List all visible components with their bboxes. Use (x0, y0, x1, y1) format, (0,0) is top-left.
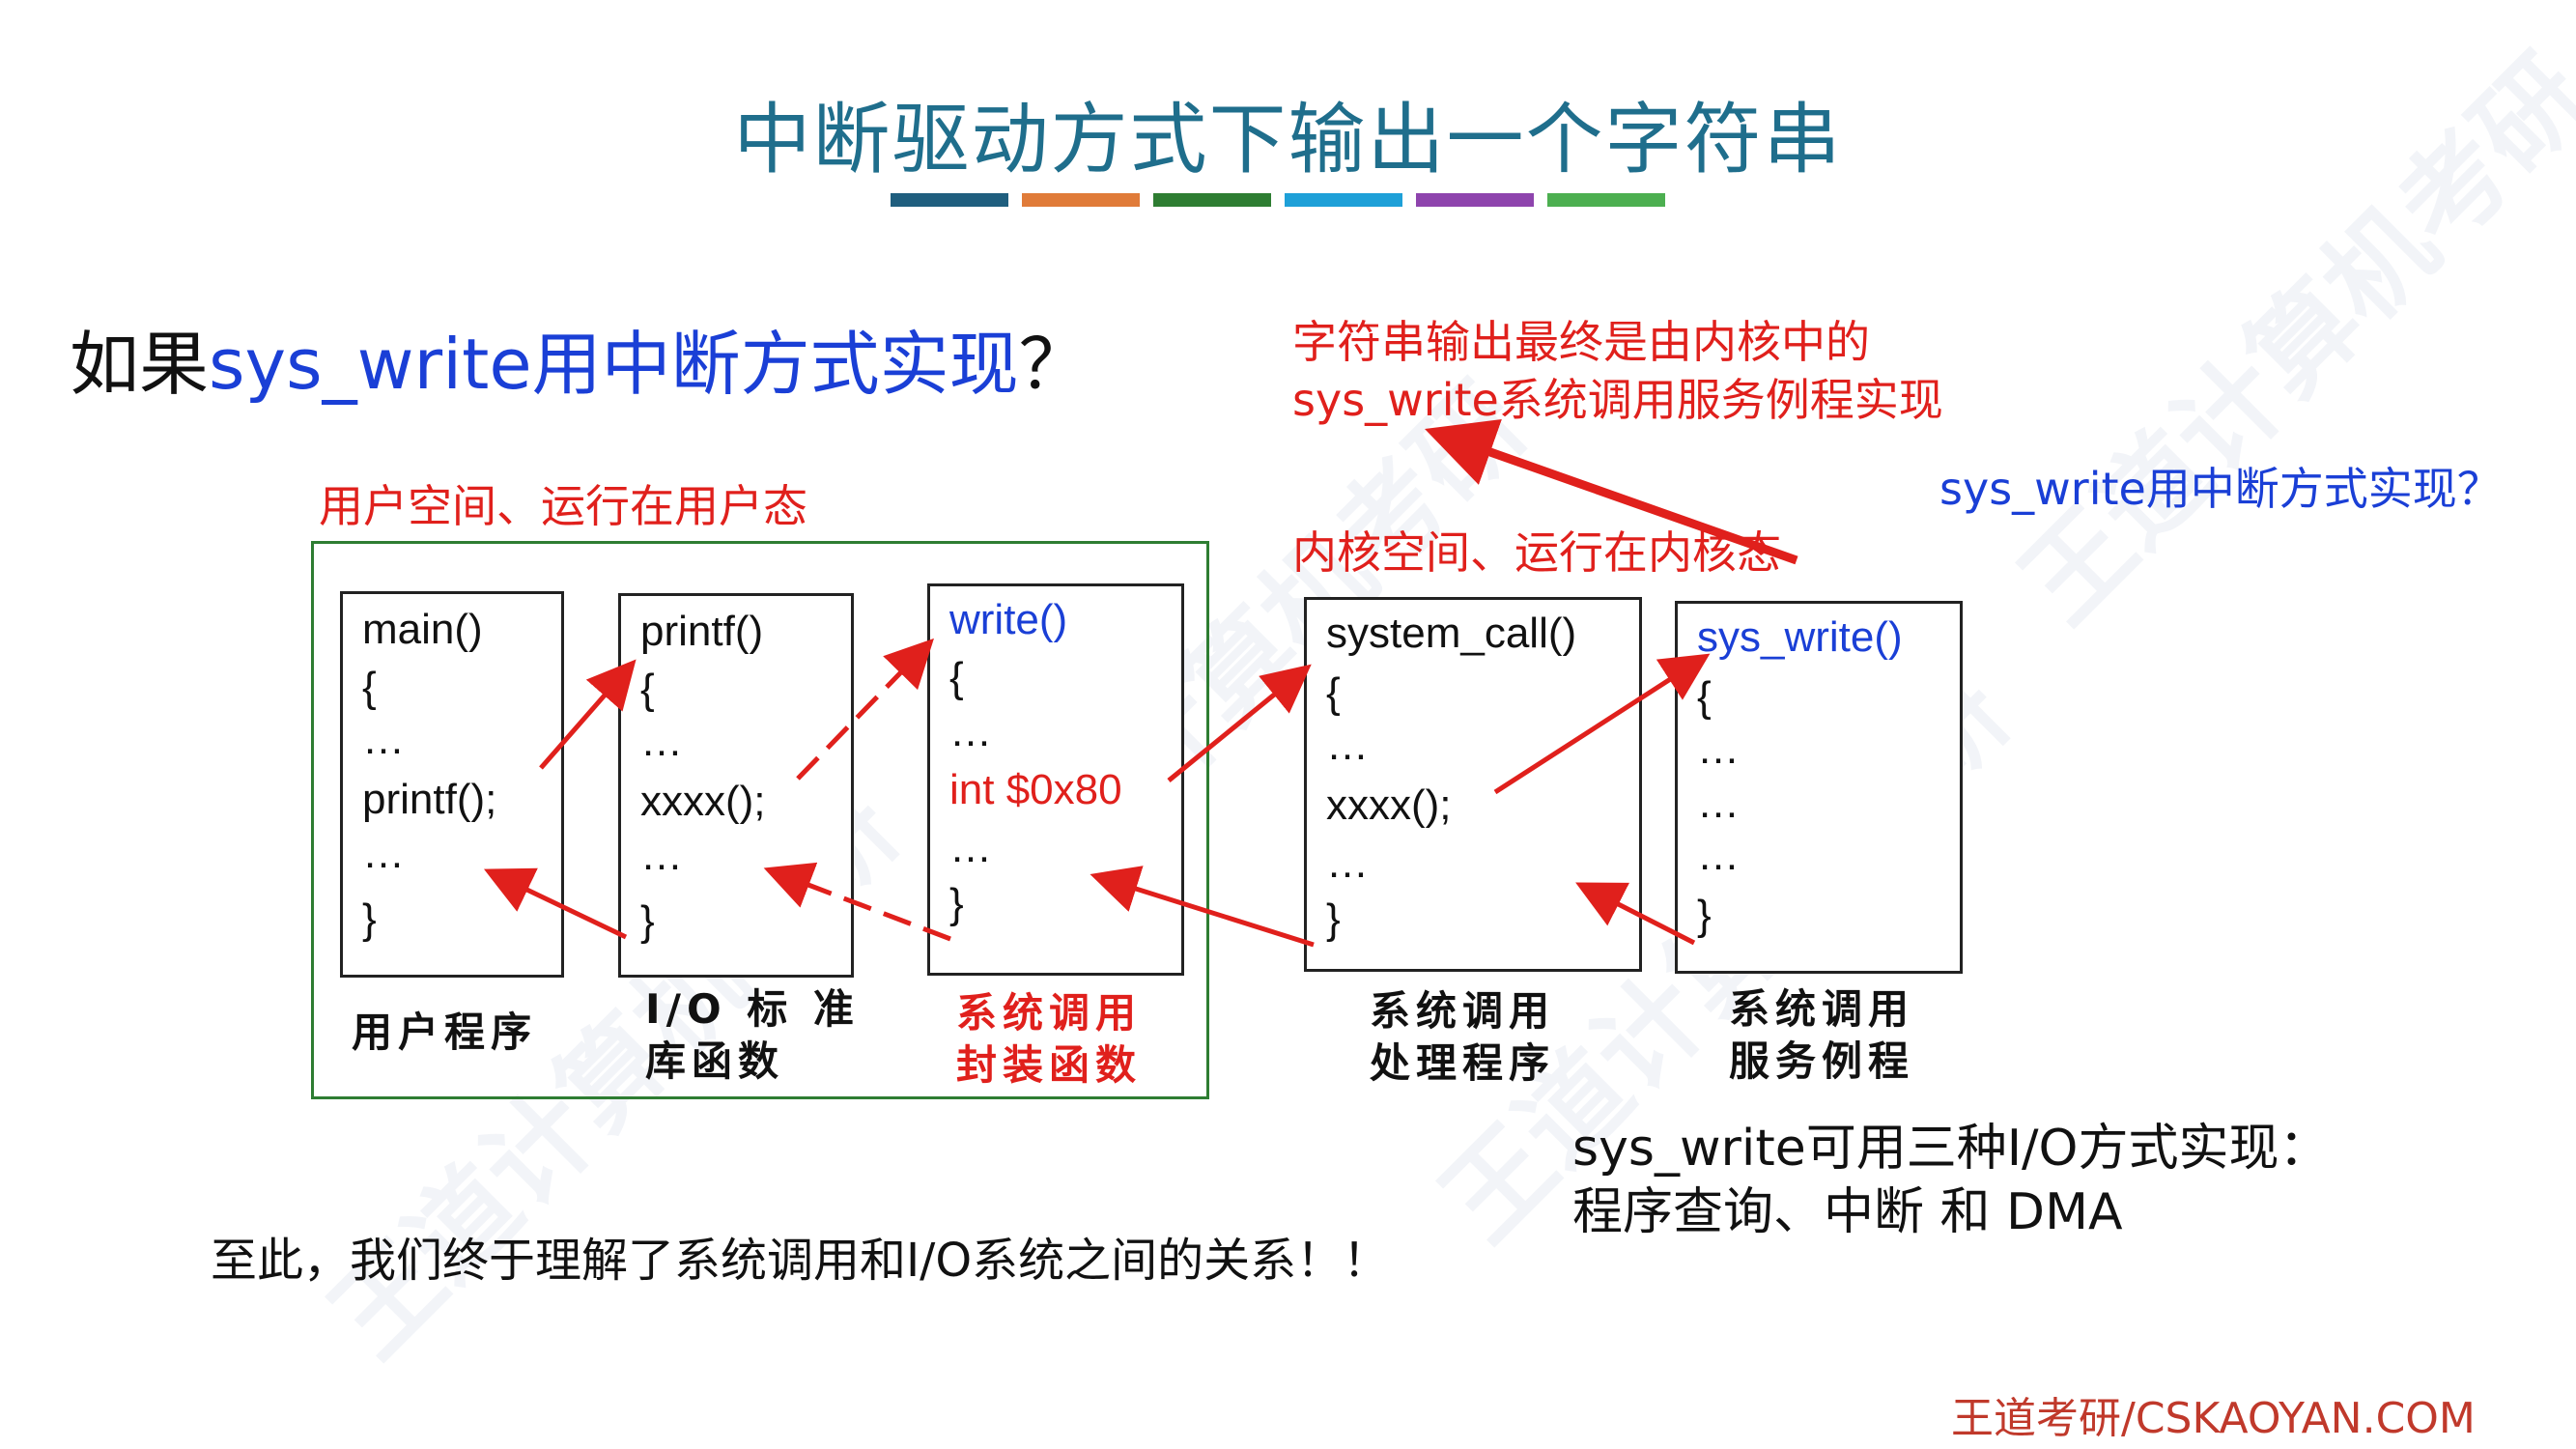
code-line: … (640, 832, 683, 879)
code-title: main() (362, 606, 483, 653)
title-bar-3 (1153, 193, 1271, 207)
code-line: … (949, 708, 992, 755)
code-line-int80: int $0x80 (949, 766, 1122, 813)
arrow-system-call-return (1090, 866, 1315, 948)
code-line: … (1697, 725, 1740, 773)
caption-service-routine: 系统调用 服务例程 (1729, 983, 1914, 1088)
code-line: { (640, 666, 655, 713)
side-question: sys_write用中断方式实现？ (1939, 463, 2502, 515)
code-line: … (362, 716, 405, 763)
title-bar-2 (1022, 193, 1140, 207)
code-box-sys-write: sys_write() { … … … } (1675, 601, 1963, 974)
arrow-printf-to-write (796, 638, 934, 781)
arrow-write-return (763, 862, 951, 942)
code-title: write() (949, 596, 1068, 643)
arrow-system-call-to-sys-write (1493, 653, 1711, 795)
io-methods-line1: sys_write可用三种I/O方式实现： (1572, 1120, 2330, 1178)
code-line: … (949, 824, 992, 871)
caption-line: 处理程序 (1370, 1039, 1556, 1087)
caption-line: 用户程序 (352, 1009, 538, 1056)
caption-syscall-handler: 系统调用 处理程序 (1370, 985, 1555, 1090)
code-title: sys_write() (1697, 613, 1903, 661)
title-bar-1 (891, 193, 1008, 207)
code-line: { (362, 664, 377, 711)
heading-suffix: ？ (1018, 324, 1089, 405)
code-box-main: main() { … printf(); … } (340, 591, 564, 978)
caption-line: 库函数 (645, 1037, 785, 1085)
code-line: … (640, 718, 683, 765)
arrow-printf-return (483, 867, 628, 940)
footer-brand: 王道考研/CSKAOYAN.COM (1951, 1394, 2476, 1443)
caption-line: 系统调用 (1370, 987, 1556, 1035)
caption-line: 封装函数 (956, 1041, 1143, 1089)
code-line: … (1697, 780, 1740, 827)
kernel-space-label: 内核空间、运行在内核态 (1292, 526, 1781, 579)
final-note-line1: 字符串输出最终是由内核中的 (1292, 316, 1870, 368)
question-heading: 如果sys_write用中断方式实现？ (70, 307, 1089, 409)
arrow-main-to-printf (539, 659, 637, 770)
code-line: … (1697, 832, 1740, 879)
arrow-sys-write-return (1575, 882, 1696, 946)
code-title: printf() (640, 608, 764, 655)
code-line: } (949, 880, 964, 927)
caption-line: 服务例程 (1729, 1037, 1915, 1085)
final-note-line2: sys_write系统调用服务例程实现 (1292, 374, 1943, 426)
title-bar-4 (1285, 193, 1402, 207)
heading-highlight: sys_write用中断方式实现 (209, 324, 1019, 405)
code-line: xxxx(); (1326, 781, 1452, 829)
arrow-write-to-system-call (1167, 664, 1312, 782)
code-line: } (640, 897, 655, 945)
heading-prefix: 如果 (70, 324, 210, 405)
code-line: xxxx(); (640, 778, 766, 825)
code-line: } (1326, 895, 1341, 943)
arrow-to-final-note (1425, 419, 1798, 565)
io-methods-line2: 程序查询、中断 和 DMA (1572, 1183, 2123, 1241)
code-line: … (1326, 722, 1369, 769)
title-bar-5 (1416, 193, 1534, 207)
user-space-label: 用户空间、运行在用户态 (319, 480, 807, 532)
code-line: } (1697, 892, 1712, 939)
code-line: printf(); (362, 776, 497, 823)
caption-syscall-wrapper: 系统调用 封装函数 (956, 987, 1142, 1092)
code-line: { (1326, 669, 1341, 717)
caption-user-program: 用户程序 (352, 1007, 537, 1059)
code-box-printf: printf() { … xxxx(); … } (618, 593, 854, 978)
user-space-frame (311, 541, 1209, 1099)
code-line: { (949, 654, 964, 701)
title-bar-6 (1547, 193, 1665, 207)
code-line: … (362, 830, 405, 877)
code-title: system_call() (1326, 610, 1577, 657)
caption-line: 系统调用 (1729, 985, 1915, 1033)
code-line: … (1326, 839, 1369, 887)
code-line: } (362, 895, 377, 943)
caption-line: 系统调用 (956, 989, 1143, 1037)
caption-io-library: I/O 标 准 库函数 (645, 983, 860, 1088)
conclusion-text: 至此，我们终于理解了系统调用和I/O系统之间的关系！！ (211, 1234, 1390, 1288)
caption-line: I/O 标 准 (645, 985, 860, 1033)
slide-title: 中断驱动方式下输出一个字符串 (733, 95, 1843, 185)
